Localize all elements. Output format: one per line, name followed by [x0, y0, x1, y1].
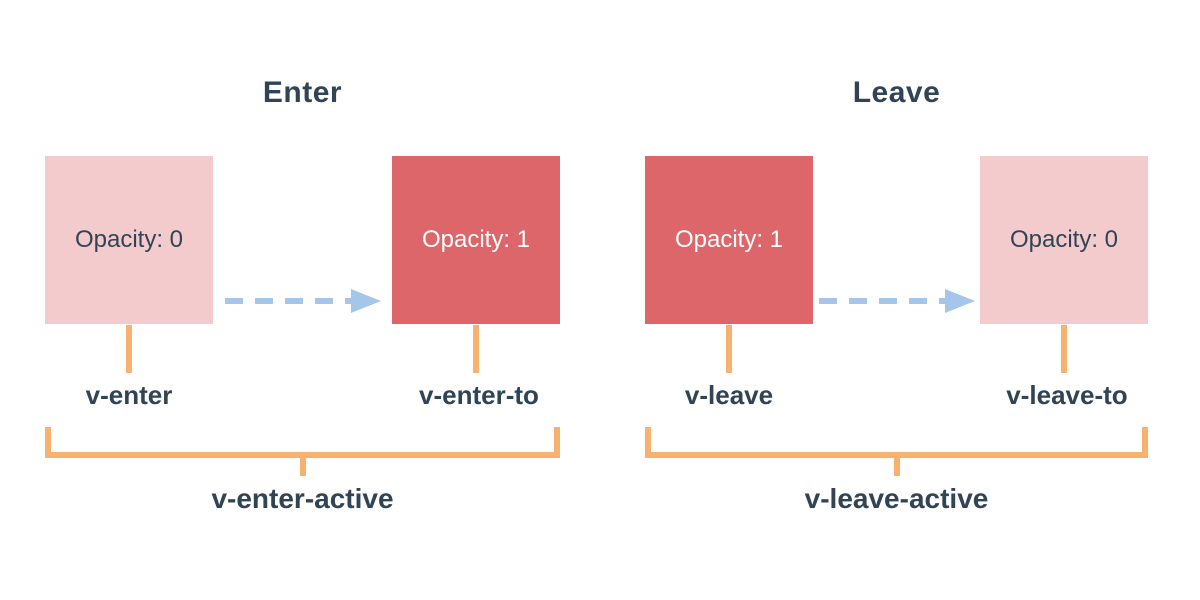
bracket-bar: [45, 452, 560, 458]
enter-section: Enter Opacity: 0 Opacity: 1 v-enter v-en…: [45, 60, 560, 540]
connector-line: [473, 325, 479, 373]
connector-line: [126, 325, 132, 373]
enter-start-state-box: Opacity: 0: [45, 156, 213, 324]
leave-section: Leave Opacity: 1 Opacity: 0 v-leave v-le…: [645, 60, 1148, 540]
enter-section-title: Enter: [262, 76, 343, 109]
bracket-tick: [554, 427, 560, 458]
bracket-tick: [645, 427, 651, 458]
enter-end-state-box: Opacity: 1: [392, 156, 560, 324]
v-leave-label: v-leave: [684, 380, 774, 410]
enter-start-opacity-label: Opacity: 0: [74, 226, 184, 253]
leave-end-opacity-label: Opacity: 0: [1009, 226, 1119, 253]
leave-start-state-box: Opacity: 1: [645, 156, 813, 324]
leave-end-state-box: Opacity: 0: [980, 156, 1148, 324]
v-enter-to-label: v-enter-to: [419, 380, 539, 410]
connector-line: [726, 325, 732, 373]
v-enter-active-label: v-enter-active: [211, 483, 394, 514]
bracket-stem: [893, 458, 900, 476]
bracket-tick: [45, 427, 51, 458]
enter-end-opacity-label: Opacity: 1: [421, 226, 531, 253]
dashed-arrow-icon: [817, 286, 977, 316]
bracket-tick: [1142, 427, 1148, 458]
v-leave-to-label: v-leave-to: [1006, 380, 1128, 410]
leave-section-title: Leave: [852, 76, 941, 109]
dashed-arrow-icon: [223, 286, 383, 316]
v-leave-active-label: v-leave-active: [804, 483, 989, 514]
v-enter-label: v-enter: [85, 380, 173, 410]
connector-line: [1061, 325, 1067, 373]
bracket-stem: [299, 458, 306, 476]
bracket-bar: [645, 452, 1148, 458]
leave-start-opacity-label: Opacity: 1: [674, 226, 784, 253]
